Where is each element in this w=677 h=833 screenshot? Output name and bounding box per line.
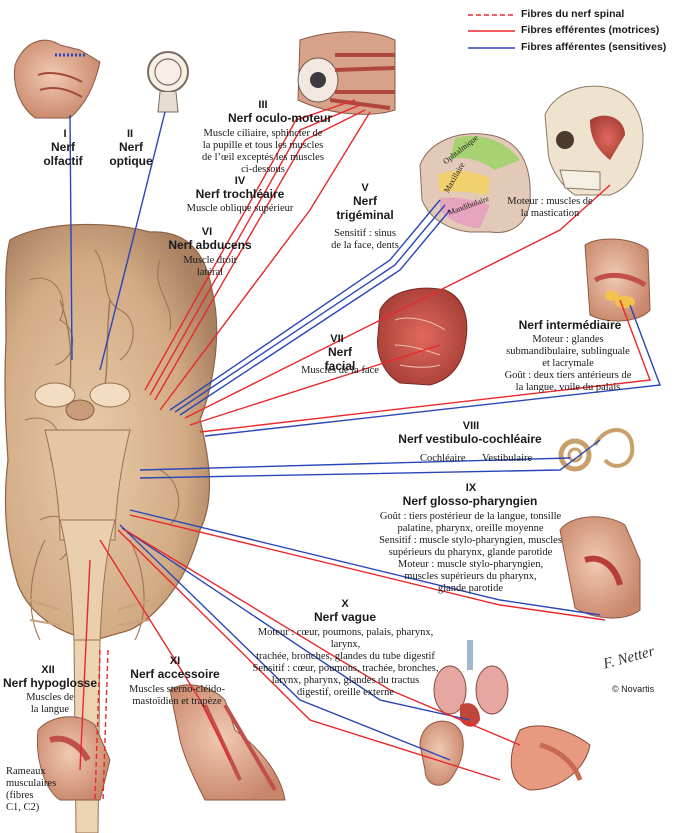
trigeminal-face-inset xyxy=(419,133,531,234)
nerve-VIII-vestibular: Vestibulaire xyxy=(482,453,533,464)
nerve-intermediate-description: Moteur : glandes submandibulaire, sublin… xyxy=(504,334,632,393)
nerve-VI-number: VI xyxy=(201,226,213,238)
legend-swatches xyxy=(468,14,515,49)
nerve-VI-name: Nerf abducens xyxy=(168,238,252,252)
pharynx-inset xyxy=(559,516,641,619)
nerve-V-name: Nerf trigéminal xyxy=(336,194,394,222)
nerve-II-number: II xyxy=(126,128,134,140)
copyright: © Novartis xyxy=(612,684,655,694)
inner-ear-inset xyxy=(558,428,635,472)
nerve-V-motor: Moteur : muscles de la mastication xyxy=(507,196,593,219)
nerve-VIII-cochlear: Cochléaire xyxy=(420,453,466,464)
legend-afferent: Fibres afférentes (sensitives) xyxy=(521,41,667,53)
nerve-IX-name: Nerf glosso-pharyngien xyxy=(402,494,538,508)
nerve-V-sensory: Sensitif : sinus de la face, dents xyxy=(331,228,399,251)
nerve-III-number: III xyxy=(258,99,268,111)
nerve-X-description: Moteur : cœur, poumons, palais, pharynx,… xyxy=(252,627,439,698)
nerve-XI-name: Nerf accessoire xyxy=(130,667,220,681)
nerve-XI-description: Muscles sterno-cléido- mastoïdien et tra… xyxy=(129,684,225,707)
nerve-pathways xyxy=(69,99,661,801)
nerve-XII-description: Muscles de la langue xyxy=(26,692,74,715)
nerve-V-number: V xyxy=(361,182,369,194)
eye-inset xyxy=(147,51,189,113)
nerve-III-name: Nerf oculo-moteur xyxy=(227,111,332,125)
nerve-X-number: X xyxy=(341,598,349,610)
nerve-IV-name: Nerf trochléaire xyxy=(195,187,285,201)
mouth-glands-inset xyxy=(584,238,651,322)
orbit-muscles-inset xyxy=(297,31,396,115)
nerve-X-name: Nerf vague xyxy=(313,610,377,624)
nerve-XI-number: XI xyxy=(169,655,181,667)
nerve-VIII-name: Nerf vestibulo-cochléaire xyxy=(398,432,542,446)
nerve-IV-description: Muscle oblique supérieur xyxy=(186,203,294,214)
external-ear-inset xyxy=(419,720,464,786)
facial-muscles-inset xyxy=(376,287,468,386)
nerve-XII-name: Nerf hypoglosse xyxy=(2,676,98,690)
nerve-VII-number: VII xyxy=(330,333,344,345)
nerve-intermediate-name: Nerf intermédiaire xyxy=(518,318,622,332)
nerve-VI-description: Muscle droit latéral xyxy=(183,255,237,278)
nerve-VII-name: Nerf facial xyxy=(324,345,356,373)
nerve-I-name: Nerf olfactif xyxy=(43,140,83,168)
nerve-IV-number: IV xyxy=(234,175,246,187)
legend-spinal: Fibres du nerf spinal xyxy=(521,8,625,20)
tongue-inset xyxy=(36,716,111,801)
nerve-IX-description: Goût : tiers postérieur de la langue, to… xyxy=(379,511,562,594)
nerve-I-number: I xyxy=(63,128,67,140)
nerve-IX-number: IX xyxy=(465,482,477,494)
skull-inset xyxy=(544,85,644,196)
neck-inset xyxy=(169,684,286,801)
nerve-VII-description: Muscles de la face xyxy=(301,365,379,376)
nerve-III-description: Muscle ciliaire, sphincter de la pupille… xyxy=(202,128,324,175)
nose-inset xyxy=(13,39,101,119)
nerve-VIII-number: VIII xyxy=(462,420,480,432)
nerve-XII-number: XII xyxy=(41,664,55,676)
viscera-inset xyxy=(433,640,591,791)
nerve-II-name: Nerf optique xyxy=(109,140,153,168)
muscular-branches-label: Rameaux musculaires (fibres C1, C2) xyxy=(6,766,57,813)
legend-efferent: Fibres efférentes (motrices) xyxy=(521,24,660,36)
